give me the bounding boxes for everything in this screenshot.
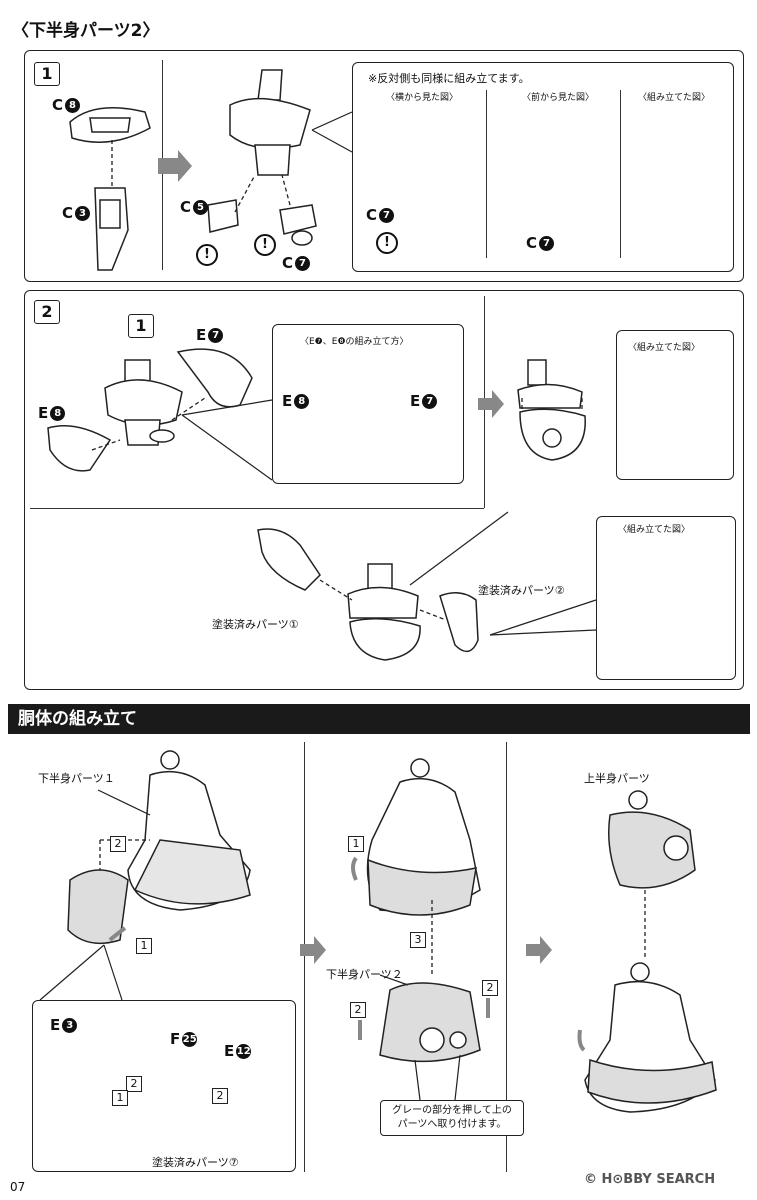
step-badge: 2	[126, 1072, 142, 1092]
step-badge: 2	[482, 976, 498, 996]
col-divider	[304, 742, 305, 1172]
caution-icon: !	[376, 232, 398, 254]
detail-note: ※反対側も同様に組み立てます。	[368, 72, 530, 85]
part-letter: E	[410, 392, 421, 410]
step-number: 2	[212, 1088, 228, 1104]
watermark: © H⊙BBY SEARCH	[584, 1172, 716, 1187]
callout-line: パーツへ取り付けます。	[397, 1119, 507, 1130]
detail-divider	[620, 90, 621, 258]
step-number: 2	[110, 836, 126, 852]
step2-vline	[484, 296, 485, 508]
assembly-note-callout: グレーの部分を押して上の パーツへ取り付けます。	[380, 1100, 524, 1136]
step-number: 2	[482, 980, 498, 996]
part-letter: C	[52, 96, 64, 114]
step2-number: 2	[34, 300, 60, 324]
step-badge: 1	[348, 832, 364, 852]
callout-line: グレーの部分を押して上の	[392, 1105, 512, 1116]
step-badge: 1	[136, 934, 152, 954]
step2-hline	[30, 508, 484, 509]
part-letter: C	[366, 206, 378, 224]
painted-part-2: 塗装済みパーツ②	[478, 584, 565, 597]
part-letter: E	[196, 326, 207, 344]
step-badge: 1	[112, 1086, 128, 1106]
part-number: 25	[182, 1031, 198, 1047]
part-letter: F	[170, 1030, 181, 1048]
part-number: 7	[379, 207, 395, 223]
view-label-front: 〈前から見た図〉	[522, 93, 595, 103]
part-letter: C	[282, 254, 294, 272]
view-label-assembled: 〈組み立てた図〉	[638, 93, 711, 103]
lower-body-part2-label: 下半身パーツ２	[326, 968, 403, 981]
part-letter: C	[62, 204, 74, 222]
step1-number: 1	[34, 62, 60, 86]
step1-divider	[162, 60, 163, 270]
part-number: 3	[62, 1017, 78, 1033]
step-number: 3	[410, 932, 426, 948]
part-number: 7	[208, 327, 224, 343]
caution-icon: !	[254, 234, 276, 256]
step-number: 1	[348, 836, 364, 852]
part-letter: C	[526, 234, 538, 252]
part-number: 12	[236, 1043, 252, 1059]
col-divider	[506, 742, 507, 1172]
view-label-assembled-a: 〈組み立てた図〉	[628, 343, 701, 353]
assembled-box-b	[596, 516, 736, 680]
part-letter: E	[50, 1016, 61, 1034]
caution-icon: !	[196, 244, 218, 266]
part-number: 8	[294, 393, 310, 409]
page-number: 07	[10, 1180, 26, 1194]
part-letter: E	[38, 404, 49, 422]
part-number: 5	[193, 199, 209, 215]
part-letter: E	[282, 392, 293, 410]
part-letter: E	[224, 1042, 235, 1060]
step-number: 2	[126, 1076, 142, 1092]
upper-body-label: 上半身パーツ	[584, 772, 650, 785]
part-number: 3	[75, 205, 91, 221]
part-number: 7	[295, 255, 311, 271]
part-number: 7	[422, 393, 438, 409]
howto-title: 〈E❼、E❽の組み立て方〉	[300, 337, 409, 347]
step-badge: 2	[350, 998, 366, 1018]
painted-part-1: 塗装済みパーツ①	[212, 618, 299, 631]
lower-body-part1-label: 下半身パーツ１	[38, 772, 115, 785]
painted-part-7: 塗装済みパーツ⑦	[152, 1156, 239, 1169]
ref-step1-box: 1	[128, 314, 154, 338]
section2-header: 胴体の組み立て	[8, 704, 750, 734]
step-badge: 2	[212, 1084, 228, 1104]
detail-divider	[486, 90, 487, 258]
part-number: 8	[50, 405, 66, 421]
part-letter: C	[180, 198, 192, 216]
part-number: 8	[65, 97, 81, 113]
view-label-side: 〈横から見た図〉	[386, 93, 459, 103]
assembled-box-a	[616, 330, 734, 480]
step-badge: 2	[110, 832, 126, 852]
step-number: 1	[136, 938, 152, 954]
step-badge: 3	[410, 928, 426, 948]
section-title: 〈下半身パーツ2〉	[12, 21, 160, 41]
step-number: 1	[112, 1090, 128, 1106]
part-number: 7	[539, 235, 555, 251]
view-label-assembled-b: 〈組み立てた図〉	[618, 525, 691, 535]
step-number: 2	[350, 1002, 366, 1018]
